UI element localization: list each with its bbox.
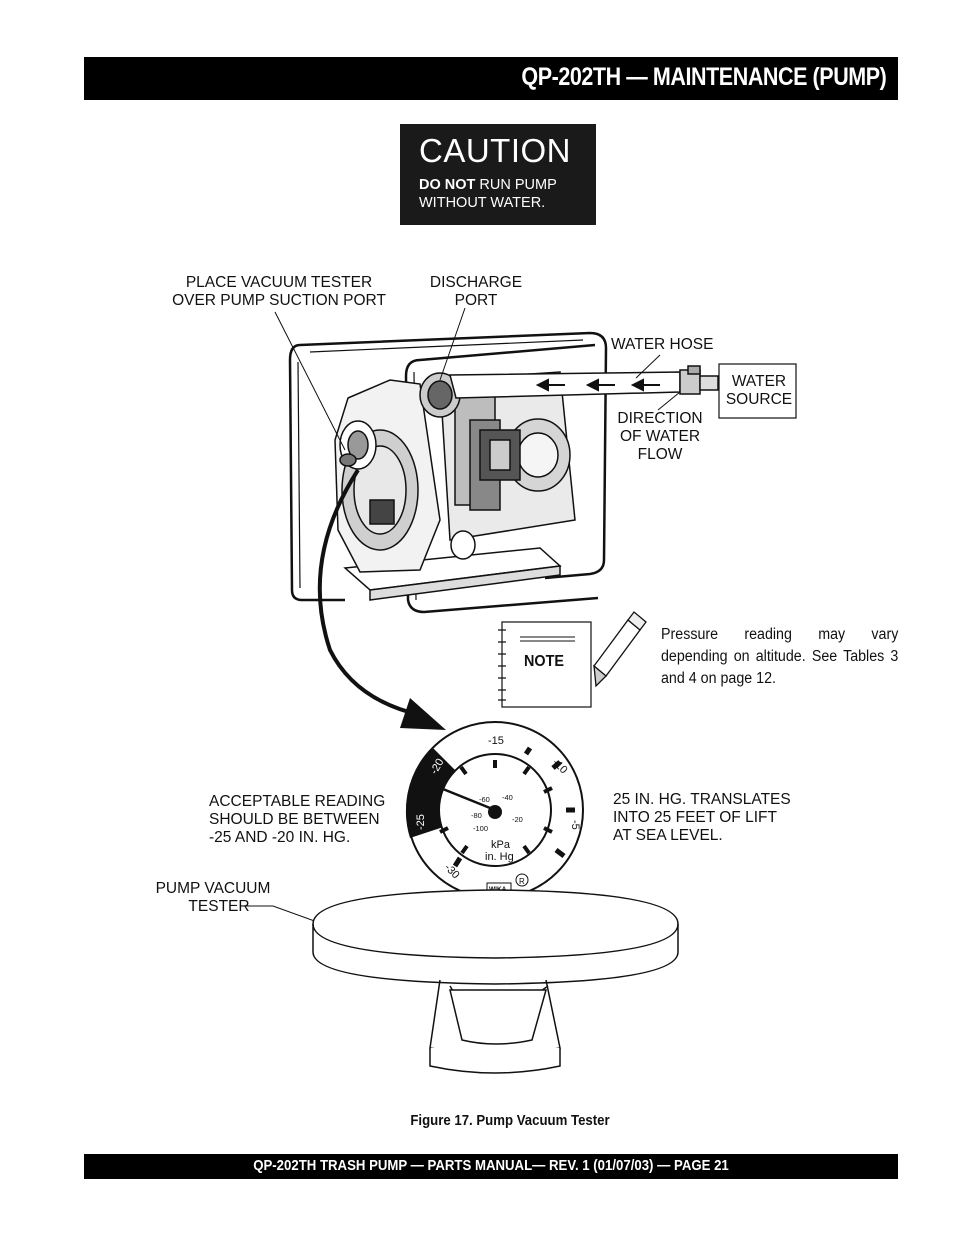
gauge-unit-kpa: kPa (491, 839, 511, 851)
discharge-line-2: PORT (454, 292, 498, 309)
callout-place-vacuum: PLACE VACUUM TESTER OVER PUMP SUCTION PO… (166, 274, 392, 310)
note-badge: NOTE (524, 652, 564, 670)
direction-line-2: OF WATER (619, 428, 701, 445)
footer-text: QP-202TH TRASH PUMP — PARTS MANUAL— REV.… (253, 1157, 729, 1174)
callout-direction-of-flow: DIRECTION OF WATER FLOW (612, 410, 708, 464)
callout-water-hose: WATER HOSE (611, 336, 714, 353)
place-vacuum-line-1: PLACE VACUUM TESTER (185, 274, 373, 291)
note-text: Pressure reading may vary depending on a… (661, 626, 899, 687)
translates-line-3: AT SEA LEVEL. (613, 827, 723, 844)
pencil-icon (593, 611, 647, 688)
water-source-box (718, 363, 797, 419)
pump-base (343, 547, 562, 601)
notebook-rings (498, 629, 506, 701)
water-source-line-2: SOURCE (725, 391, 793, 408)
gauge-tick-5: -5 (569, 820, 581, 830)
gauge-inner-20: -20 (512, 815, 523, 824)
flow-arrows (535, 378, 660, 392)
place-vacuum-line-2: OVER PUMP SUCTION PORT (172, 292, 386, 309)
gauge-inner-100: -100 (473, 824, 488, 833)
acceptable-line-3: -25 AND -20 IN. HG. (209, 829, 351, 846)
pump-vacuum-line-2: TESTER (188, 898, 250, 915)
acceptable-line-1: ACCEPTABLE READING (209, 793, 386, 810)
callout-translates-lift: 25 IN. HG. TRANSLATES INTO 25 FEET OF LI… (613, 791, 791, 845)
gauge-registered: R (519, 877, 525, 886)
callout-pump-vacuum-tester: PUMP VACUUM TESTER (151, 880, 275, 916)
gauge-unit-inhg: in. Hg (485, 851, 514, 863)
translates-line-1: 25 IN. HG. TRANSLATES (613, 791, 791, 808)
page-title: QP-202TH — MAINTENANCE (PUMP) (520, 63, 886, 91)
caution-line-1: DO NOT RUN PUMP (419, 177, 557, 193)
water-source-line-1: WATER (731, 373, 787, 390)
direction-line-3: FLOW (637, 446, 683, 463)
gauge-inner-60: -60 (479, 795, 490, 804)
gauge-inner-40: -40 (502, 793, 513, 802)
gauge-tick-15: -15 (488, 735, 504, 747)
discharge-line-1: DISCHARGE (429, 274, 523, 291)
page-footer-bar: QP-202TH TRASH PUMP — PARTS MANUAL— REV.… (84, 1154, 898, 1179)
caution-box: CAUTION DO NOT RUN PUMP WITHOUT WATER. (400, 124, 596, 225)
callout-acceptable-reading: ACCEPTABLE READING SHOULD BE BETWEEN -25… (209, 793, 385, 847)
callout-discharge-port: DISCHARGE PORT (420, 274, 532, 310)
gauge-inner-80: -80 (471, 811, 482, 820)
tester-stand (312, 889, 679, 1074)
caution-line-2: WITHOUT WATER. (419, 195, 546, 211)
callout-water-source: WATER SOURCE (721, 373, 797, 409)
caution-do-not: DO NOT (419, 177, 476, 193)
direction-line-1: DIRECTION (617, 410, 703, 427)
gauge-tick-25: -25 (415, 814, 427, 830)
pump-vacuum-line-1: PUMP VACUUM (155, 880, 271, 897)
caution-title: CAUTION (419, 132, 571, 169)
page-header-bar: QP-202TH — MAINTENANCE (PUMP) (84, 57, 898, 100)
gauge-needle (432, 783, 496, 812)
suction-arrow (317, 468, 446, 730)
figure-caption: Figure 17. Pump Vacuum Tester (410, 1112, 610, 1129)
acceptable-line-2: SHOULD BE BETWEEN (209, 811, 380, 828)
caution-run-pump: RUN PUMP (475, 177, 557, 193)
translates-line-2: INTO 25 FEET OF LIFT (613, 809, 777, 826)
pump-body (334, 371, 576, 573)
note-notebook-icon (498, 621, 592, 708)
gauge-ticks (439, 746, 575, 868)
